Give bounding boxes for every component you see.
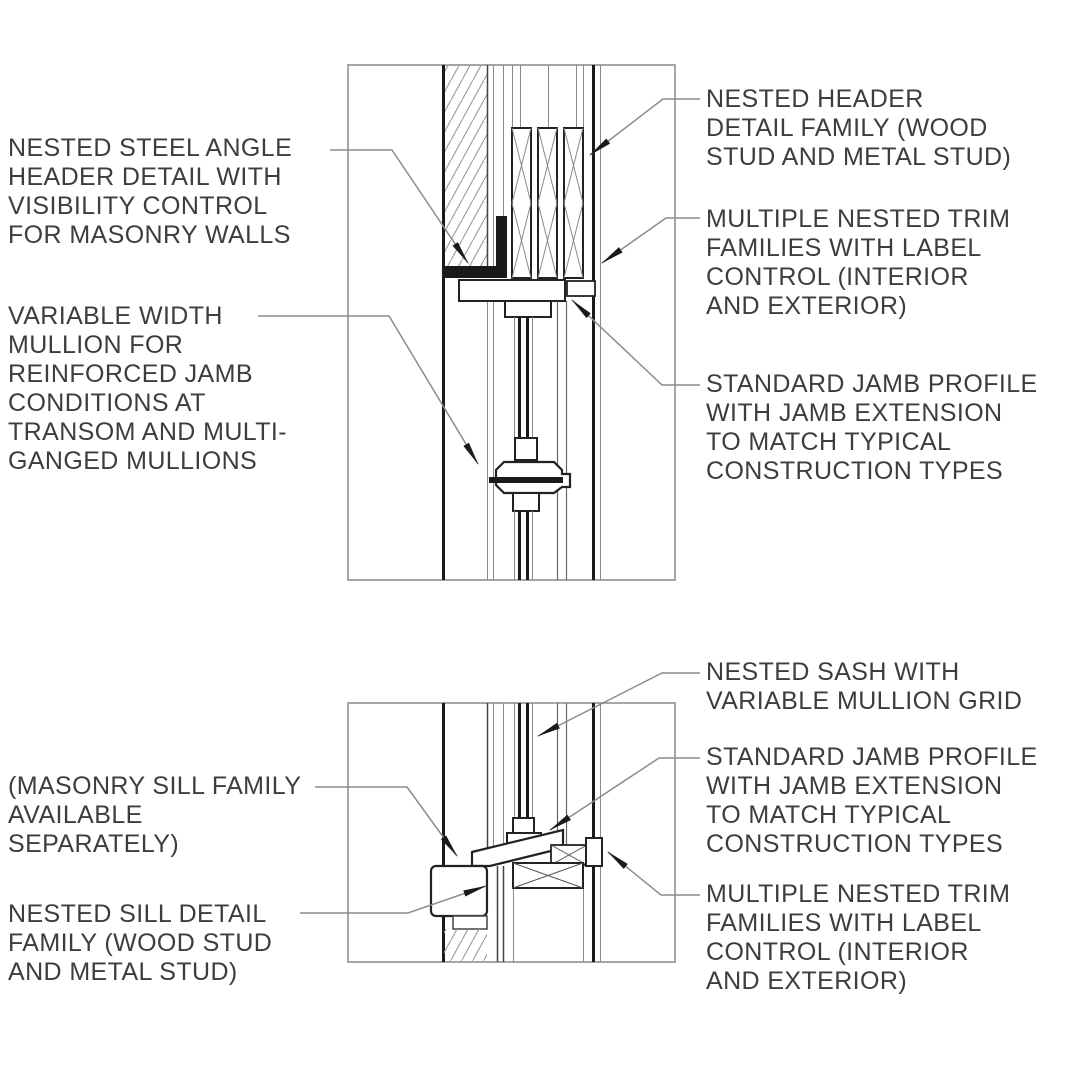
annotation-line: CONSTRUCTION TYPES xyxy=(706,830,1004,858)
glazing-lower xyxy=(514,511,533,580)
annotation-nested-sill: NESTED SILL DETAIL FAMILY (WOOD STUD AND… xyxy=(8,900,272,987)
leader-standard-jamb-bottom xyxy=(549,757,700,831)
exterior-trim-profile xyxy=(566,280,596,297)
leader-variable-width-mullion xyxy=(258,315,479,465)
leader-nested-steel-angle xyxy=(330,149,469,264)
annotation-line: VISIBILITY CONTROL xyxy=(8,192,268,220)
leader-nested-sash xyxy=(537,672,700,737)
annotation-line: CONDITIONS AT xyxy=(8,389,206,417)
annotation-nested-trim-bottom: MULTIPLE NESTED TRIM FAMILIES WITH LABEL… xyxy=(706,880,1010,996)
annotation-line: STANDARD JAMB PROFILE xyxy=(706,370,1038,398)
leader-nested-header xyxy=(589,98,700,156)
masonry-hatch xyxy=(444,929,487,961)
annotation-line: NESTED STEEL ANGLE xyxy=(8,134,293,162)
head-frame-profile xyxy=(458,279,566,302)
annotation-line: AND EXTERIOR) xyxy=(706,967,908,995)
annotation-masonry-sill: (MASONRY SILL FAMILY AVAILABLE SEPARATEL… xyxy=(8,772,301,859)
annotation-line: DETAIL FAMILY (WOOD xyxy=(706,114,988,142)
annotation-line: FOR MASONRY WALLS xyxy=(8,221,291,249)
trim-blocking xyxy=(512,844,588,889)
annotation-line: CONTROL (INTERIOR xyxy=(706,938,969,966)
annotation-standard-jamb-bottom: STANDARD JAMB PROFILE WITH JAMB EXTENSIO… xyxy=(706,743,1038,859)
annotation-line: (MASONRY SILL FAMILY xyxy=(8,772,302,800)
sill-profile xyxy=(470,828,565,868)
annotation-line: HEADER DETAIL WITH xyxy=(8,163,282,191)
annotation-line: NESTED SILL DETAIL xyxy=(8,900,267,928)
annotation-line: VARIABLE WIDTH xyxy=(8,302,223,330)
variable-width-mullion xyxy=(489,437,572,512)
glazing-upper xyxy=(514,317,533,440)
masonry-hatch xyxy=(444,66,487,267)
interior-trim-profile xyxy=(585,837,603,867)
annotation-line: TO MATCH TYPICAL xyxy=(706,801,952,829)
annotation-line: VARIABLE MULLION GRID xyxy=(706,687,1023,715)
head-detail-viewport xyxy=(347,64,676,581)
sill-detail-viewport xyxy=(347,702,676,963)
annotation-nested-trim-top: MULTIPLE NESTED TRIM FAMILIES WITH LABEL… xyxy=(706,205,1010,321)
annotation-nested-sash: NESTED SASH WITH VARIABLE MULLION GRID xyxy=(706,658,1022,716)
annotation-line: STUD AND METAL STUD) xyxy=(706,143,1012,171)
annotation-line: WITH JAMB EXTENSION xyxy=(706,772,1003,800)
leader-nested-sill xyxy=(300,885,487,914)
sash-glazing xyxy=(514,703,533,820)
annotation-line: MULTIPLE NESTED TRIM xyxy=(706,880,1011,908)
annotation-line: CONTROL (INTERIOR xyxy=(706,263,969,291)
jamb-extension-block xyxy=(504,300,552,318)
annotation-line: FAMILIES WITH LABEL xyxy=(706,909,982,937)
annotation-nested-steel-angle: NESTED STEEL ANGLE HEADER DETAIL WITH VI… xyxy=(8,134,292,250)
leader-nested-trim-top xyxy=(601,217,700,264)
annotation-line: TO MATCH TYPICAL xyxy=(706,428,952,456)
annotation-line: STANDARD JAMB PROFILE xyxy=(706,743,1038,771)
insulation-batt-pattern xyxy=(511,127,584,279)
annotation-line: SEPARATELY) xyxy=(8,830,180,858)
leader-standard-jamb-top xyxy=(571,299,700,386)
annotation-standard-jamb-top: STANDARD JAMB PROFILE WITH JAMB EXTENSIO… xyxy=(706,370,1038,486)
annotation-line: MULTIPLE NESTED TRIM xyxy=(706,205,1011,233)
steel-angle xyxy=(443,216,507,278)
annotation-line: GANGED MULLIONS xyxy=(8,447,258,475)
leader-nested-trim-bottom xyxy=(607,851,700,896)
annotation-line: NESTED HEADER xyxy=(706,85,924,113)
leader-lines xyxy=(258,98,700,914)
annotation-line: CONSTRUCTION TYPES xyxy=(706,457,1004,485)
masonry-sill-profile xyxy=(429,864,489,930)
annotation-variable-width-mullion: VARIABLE WIDTH MULLION FOR REINFORCED JA… xyxy=(8,302,287,476)
annotation-line: AVAILABLE xyxy=(8,801,143,829)
annotation-line: WITH JAMB EXTENSION xyxy=(706,399,1003,427)
annotation-line: REINFORCED JAMB xyxy=(8,360,253,388)
annotation-line: FAMILIES WITH LABEL xyxy=(706,234,982,262)
annotation-line: NESTED SASH WITH xyxy=(706,658,960,686)
leader-masonry-sill xyxy=(315,786,458,857)
annotation-line: AND EXTERIOR) xyxy=(706,292,908,320)
annotation-line: TRANSOM AND MULTI- xyxy=(8,418,287,446)
annotation-line: MULLION FOR xyxy=(8,331,184,359)
annotation-line: AND METAL STUD) xyxy=(8,958,238,986)
annotation-line: FAMILY (WOOD STUD xyxy=(8,929,273,957)
annotation-nested-header: NESTED HEADER DETAIL FAMILY (WOOD STUD A… xyxy=(706,85,1011,172)
stud-header xyxy=(511,127,584,279)
